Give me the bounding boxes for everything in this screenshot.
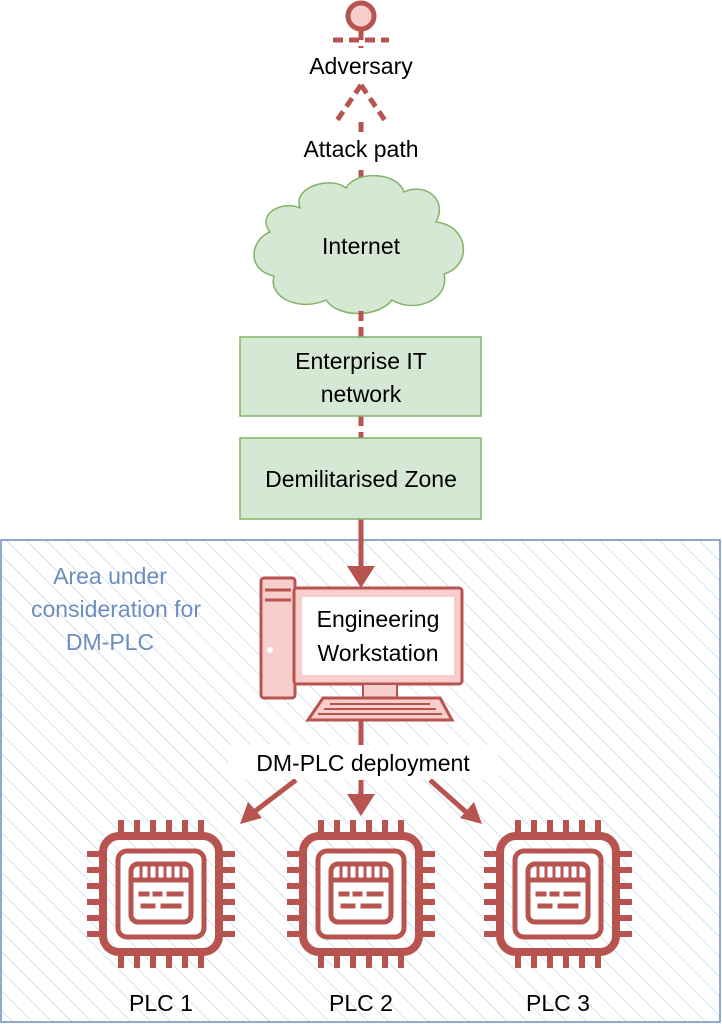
adversary-label: Adversary	[309, 53, 413, 79]
deployment-label-bg	[228, 745, 498, 779]
engineering-workstation: Engineering Workstation	[259, 576, 464, 722]
deployment-arrows	[240, 720, 482, 824]
enterprise-it-node: Enterprise IT network	[239, 336, 482, 417]
plc-label: PLC 3	[526, 990, 590, 1016]
dmz-label: Demilitarised Zone	[265, 466, 457, 492]
workstation-label-line2: Workstation	[317, 640, 438, 666]
area-label-line1: Area under	[53, 563, 167, 589]
enterprise-label-line2: network	[321, 381, 402, 407]
plc-3: PLC 3	[484, 820, 632, 1016]
enterprise-label-line1: Enterprise IT	[295, 348, 427, 374]
plc-1: PLC 1	[87, 820, 235, 1016]
area-label-line2: consideration for	[31, 596, 201, 622]
plc-label: PLC 2	[329, 990, 393, 1016]
attack-path-edge: Attack path	[287, 122, 435, 182]
stick-figure-icon	[333, 0, 389, 124]
plc-2: PLC 2	[287, 820, 435, 1016]
computer-icon	[259, 576, 464, 722]
workstation-label-line1: Engineering	[317, 606, 440, 632]
area-label-line3: DM-PLC	[66, 629, 154, 655]
connector-dmz-workstation	[347, 519, 375, 588]
deployment-label: DM-PLC deployment	[256, 750, 470, 776]
plc-label: PLC 1	[129, 990, 193, 1016]
internet-node: Internet	[253, 175, 465, 315]
dmz-node: Demilitarised Zone	[239, 437, 482, 520]
cloud-icon	[253, 175, 465, 315]
attack-path-label: Attack path	[303, 136, 418, 162]
adversary-actor: Adversary	[295, 0, 427, 124]
internet-label: Internet	[322, 233, 401, 259]
